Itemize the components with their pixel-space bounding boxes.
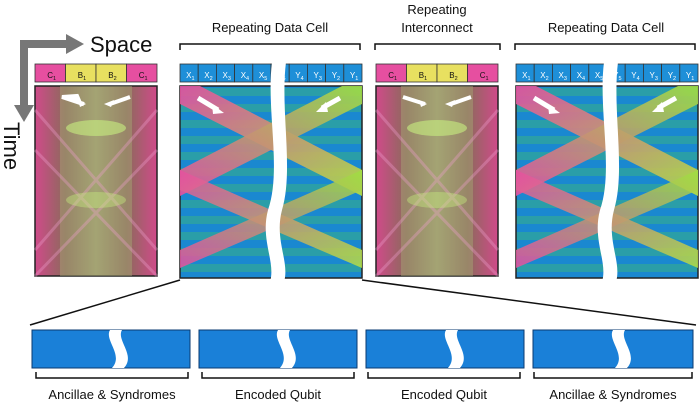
- qubit-label: X1: [186, 71, 194, 82]
- qubit-label: X2: [204, 71, 212, 82]
- qubit-label: Y5: [613, 71, 621, 82]
- qubit-label: Y1: [686, 71, 694, 82]
- bottom-segment: [198, 329, 358, 369]
- qubit-label: Y3: [650, 71, 658, 82]
- interconnect-block-1: C1 B1 B2 C1: [33, 63, 159, 278]
- qubit-cell-c1: [467, 63, 499, 83]
- qubit-label: X5: [595, 71, 603, 82]
- bottom-labels: Ancillae & Syndromes Encoded Qubit Encod…: [35, 372, 693, 402]
- qubit-label: X5: [259, 71, 267, 82]
- qubit-label: X4: [241, 71, 249, 82]
- qubit-label: X2: [540, 71, 548, 82]
- qubit-label: B1: [78, 71, 86, 82]
- qubit-label: Y2: [668, 71, 676, 82]
- space-time-axes: Space Time: [0, 32, 152, 170]
- bottom-label-ancillae-left: Ancillae & Syndromes: [48, 387, 176, 402]
- header-data-cell-right: Repeating Data Cell: [548, 20, 664, 35]
- bottom-segment: [532, 329, 694, 369]
- qubit-label: Y3: [314, 71, 322, 82]
- bottom-segment: [365, 329, 525, 369]
- qubit-label: X4: [577, 71, 585, 82]
- qubit-cell-y1: [679, 63, 699, 83]
- bottom-label-encoded-qubit-left: Encoded Qubit: [235, 387, 321, 402]
- bottom-strip: [31, 329, 694, 369]
- qubit-label: C1: [139, 71, 148, 82]
- header-interconnect-line2: Interconnect: [401, 20, 473, 35]
- header-brackets: Repeating Data Cell Repeating Interconne…: [179, 2, 696, 50]
- qubit-label: B2: [449, 71, 457, 82]
- qubit-label: C1: [480, 71, 489, 82]
- qubit-label: C1: [47, 71, 56, 82]
- qubit-label: Y4: [631, 71, 639, 82]
- bottom-label-ancillae-right: Ancillae & Syndromes: [549, 387, 677, 402]
- qubit-label: C1: [388, 71, 397, 82]
- qubit-cell-y1: [343, 63, 363, 83]
- interconnect-block-2: C1 B1 B2 C1: [374, 63, 500, 278]
- time-axis-label: Time: [0, 122, 24, 170]
- qubit-label: B1: [419, 71, 427, 82]
- qubit-label: Y2: [332, 71, 340, 82]
- data-cell-block-2: X1 X2 X3 X4 X5 Y5 Y4 Y3 Y2 Y1: [515, 62, 699, 282]
- qubit-label: X3: [223, 71, 231, 82]
- bottom-label-encoded-qubit-right: Encoded Qubit: [401, 387, 487, 402]
- qubit-label: X3: [559, 71, 567, 82]
- qubit-cell-c1: [126, 63, 158, 83]
- header-data-cell-left: Repeating Data Cell: [212, 20, 328, 35]
- data-cell-block-1: X1X2X3X4X5Y5Y4Y3Y2Y1: [179, 62, 363, 282]
- bottom-segment: [31, 329, 191, 369]
- space-axis-label: Space: [90, 32, 152, 57]
- qubit-label: Y4: [295, 71, 303, 82]
- qubit-label: Y1: [350, 71, 358, 82]
- header-interconnect-line1: Repeating: [407, 2, 466, 17]
- qubit-label: B2: [108, 71, 116, 82]
- qubit-label: X1: [522, 71, 530, 82]
- zoom-lines: [29, 279, 697, 326]
